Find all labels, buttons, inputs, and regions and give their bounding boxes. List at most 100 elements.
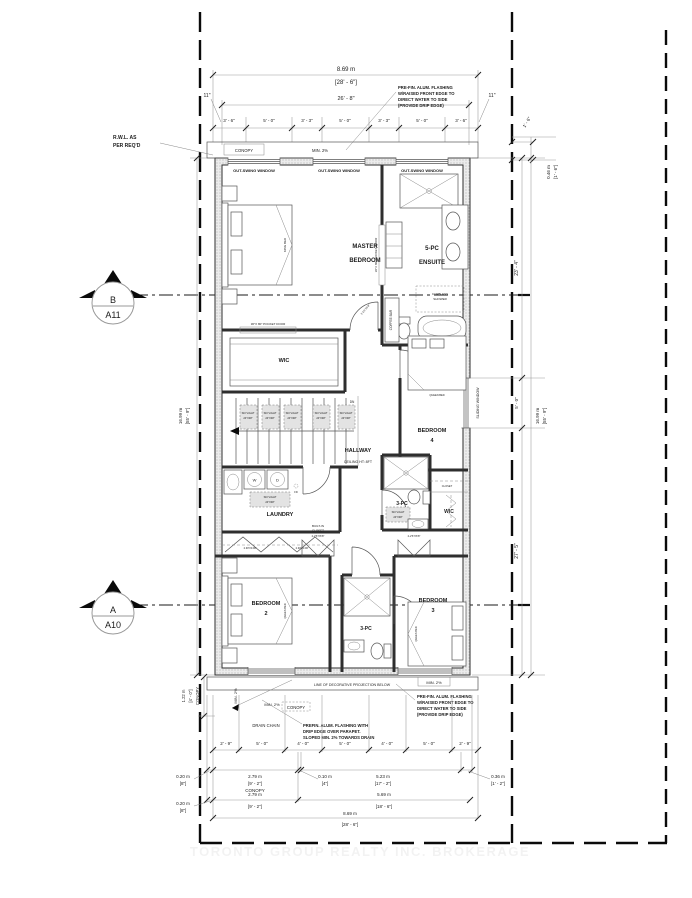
dim-eave-left: 11" <box>204 93 211 99</box>
laundry-label: LAUNDRY <box>267 512 294 518</box>
marker-a-letter: A <box>110 605 116 615</box>
dim-b-c3m: 5.23 m <box>376 774 390 779</box>
skylight-size: 24"X48" <box>265 500 274 504</box>
dim-b-offm1: 0.20 m <box>176 774 190 779</box>
bedroom4-label-2: 4 <box>430 438 434 444</box>
skylight-label: SKYLIGHT <box>340 411 353 415</box>
parapet-line3: SLOPED MIN. 2% TOWARDS DRAIN <box>303 735 374 740</box>
skylight-size: 24"X48" <box>265 416 274 420</box>
dim-seg: 3' - 3" <box>378 118 390 123</box>
out-swing-window-label-2: OUT-SWING WINDOW <box>318 168 360 173</box>
king-bed-label: KING BED <box>283 237 287 252</box>
dim-b-c4f: [1' - 2"] <box>491 781 505 786</box>
dim-seg: 5' - 0" <box>339 118 351 123</box>
bedroom4-closet-label: CLOSET <box>442 484 453 488</box>
dim-right-lower: 27' - 5" <box>514 543 520 559</box>
dim-b-offf2: [8"] <box>180 808 187 813</box>
skylight-size: 24"X48" <box>287 416 296 420</box>
rwl-line1: R.W.L. AS <box>113 135 137 141</box>
skylight-size: 24"X48" <box>341 416 350 420</box>
coffee-bar-label: COFFEE BAR <box>389 309 393 330</box>
dryer-label: D <box>276 478 279 483</box>
section-marker-a-a10: A A10 <box>79 580 147 635</box>
room-wic-master: WIC <box>229 337 339 387</box>
dim-bseg: 4' - 0" <box>297 741 309 746</box>
built-in-label-1: BUILT-IN <box>312 524 324 528</box>
ceiling-height-label: CEILING HT: 8FT <box>344 460 373 464</box>
flashing-top-line3: DIRECT WATER TO SIDE <box>398 97 448 102</box>
closet-tag-2: 2.30'X0.96' <box>296 546 309 550</box>
bifold-tag-1: 2-2'6"X6'8" <box>312 534 325 538</box>
parapet-line2: DRIP EDGE OVER PARAPET. <box>303 729 361 734</box>
canopy-bottom: LINE OF DECORATIVE PROJECTION BELOW MIN.… <box>206 676 479 691</box>
out-swing-window-2 <box>312 157 366 166</box>
flashing-top-line2: W/RAISED FRONT EDGE TO <box>398 91 455 96</box>
bottom-dimensions: 2' - 9" 5' - 0" 4' - 0" 5' - 0" 4' - 0" … <box>176 695 505 827</box>
dim-b-ef: [28' - 6"] <box>342 822 358 827</box>
queen-bed-label-4: QUEEN BED <box>429 393 444 397</box>
out-swing-window-label-1: OUT-SWING WINDOW <box>233 168 275 173</box>
room-ensuite: CURBLESS SHOWER 5-PC ENSUITE COFFEE BAR <box>384 173 469 343</box>
dim-seg: 5' - 0" <box>416 118 428 123</box>
right-dimensions: 1' - 6" 0.46 m [1' - 6"] 23' - 4" 5' - 0… <box>464 116 558 679</box>
dim-total-m: 8.69 m <box>337 67 355 73</box>
bedroom4-label-1: BEDROOM <box>418 428 447 434</box>
room-bath-lower: 3-PC <box>343 577 392 660</box>
dim-b-c2f: [4"] <box>322 781 329 786</box>
dim-b-c1f: [9' - 2"] <box>248 781 262 786</box>
drain-chain-label: DRAIN CHAIN <box>252 723 279 728</box>
top-dimensions: 8.69 m [28' - 6"] 26' - 8" 3' - 6" 5' - … <box>204 67 496 145</box>
bedroom3-label-1: BEDROOM <box>419 598 448 604</box>
dim-b-d2f: [18' - 6"] <box>376 804 392 809</box>
dim-overall: 26' - 8" <box>337 96 354 102</box>
flashing-bottom-line1: PRE-FIN. ALUM. FLASHING <box>417 694 472 699</box>
dim-b-offm2: 0.20 m <box>176 801 190 806</box>
dim-bseg: 2' - 9" <box>459 741 471 746</box>
washer-label: W <box>253 478 257 483</box>
closet-tag-1: 2.30'X0.96' <box>244 546 257 550</box>
curbless-label-1: CURBLESS <box>432 292 448 296</box>
dim-seg: 3' - 6" <box>223 118 235 123</box>
bath-upper-label: 3-PC <box>396 501 408 507</box>
skylight-size: 24"X48" <box>243 416 252 420</box>
bottom-window-1 <box>247 667 296 675</box>
ensuite-label-1: 5-PC <box>425 246 439 252</box>
out-swing-window-1 <box>227 157 281 166</box>
bedroom3-label-2: 3 <box>431 608 434 614</box>
door-tag: 2-2'6"X6'8" <box>360 303 371 315</box>
bottom-notes: MIN. 2% MIN. 2% CONOPY DRAIN CHAIN PREFI… <box>231 679 474 740</box>
min2-canopy: MIN. 2% <box>264 702 280 707</box>
dim-bseg: 5' - 0" <box>256 741 268 746</box>
bottom-window-2 <box>397 667 453 675</box>
canopy-bottom-left-label: CONOPY <box>287 705 305 710</box>
door-swings: 2-2'6"X6'8" <box>302 301 429 625</box>
dim-seg: 3' - 6" <box>455 118 467 123</box>
dim-b-d2m: 5.69 m <box>377 792 391 797</box>
skylight-label: SKYLIGHT <box>264 495 277 499</box>
decorative-line-label: LINE OF DECORATIVE PROJECTION BELOW <box>314 683 391 687</box>
pocket-doors: 36"X 80" POCKET DOOR 36"X 80" POCKET DOO… <box>239 224 386 334</box>
ensuite-label-2: ENSUITE <box>419 260 445 266</box>
room-bath-upper: 3-PC SKYLIGHT 24"X48" <box>383 456 431 530</box>
dim-b-c2m: 0.10 m <box>318 774 332 779</box>
bedroom2-label-2: 2 <box>264 611 267 617</box>
parapet-line1: PREFIN. ALUM. FLASHING WITH <box>303 723 368 728</box>
dim-eave-right: 11" <box>489 93 496 99</box>
rwl-line2: PER REQ'D <box>113 143 141 149</box>
wic2-label: WIC <box>444 509 454 515</box>
canopy-top-label: CONOPY <box>235 148 253 153</box>
dim-right-total-ft: [55' - 9"] <box>542 408 547 424</box>
queen-bed-label-3: QUEEN BED <box>414 626 418 641</box>
skylight-label: SKYLIGHT <box>242 411 255 415</box>
dim-b-c3f: [17' - 2"] <box>375 781 391 786</box>
dim-offset-mft: [1' - 6"] <box>553 165 558 179</box>
skylight-size: 24"X48" <box>393 515 402 519</box>
dim-seg: 5' - 0" <box>263 118 275 123</box>
room-bedroom-4: QUEEN BED BEDROOM 4 CLOSET <box>407 335 468 493</box>
flashing-bottom-line4: (PROVIDE DRIP EDGE) <box>417 712 463 717</box>
dim-right-window: 5' - 0" <box>514 397 519 409</box>
dim-b-offf1: [8"] <box>180 781 187 786</box>
property-lines <box>198 12 668 845</box>
room-wic-2: WIC <box>444 494 457 528</box>
